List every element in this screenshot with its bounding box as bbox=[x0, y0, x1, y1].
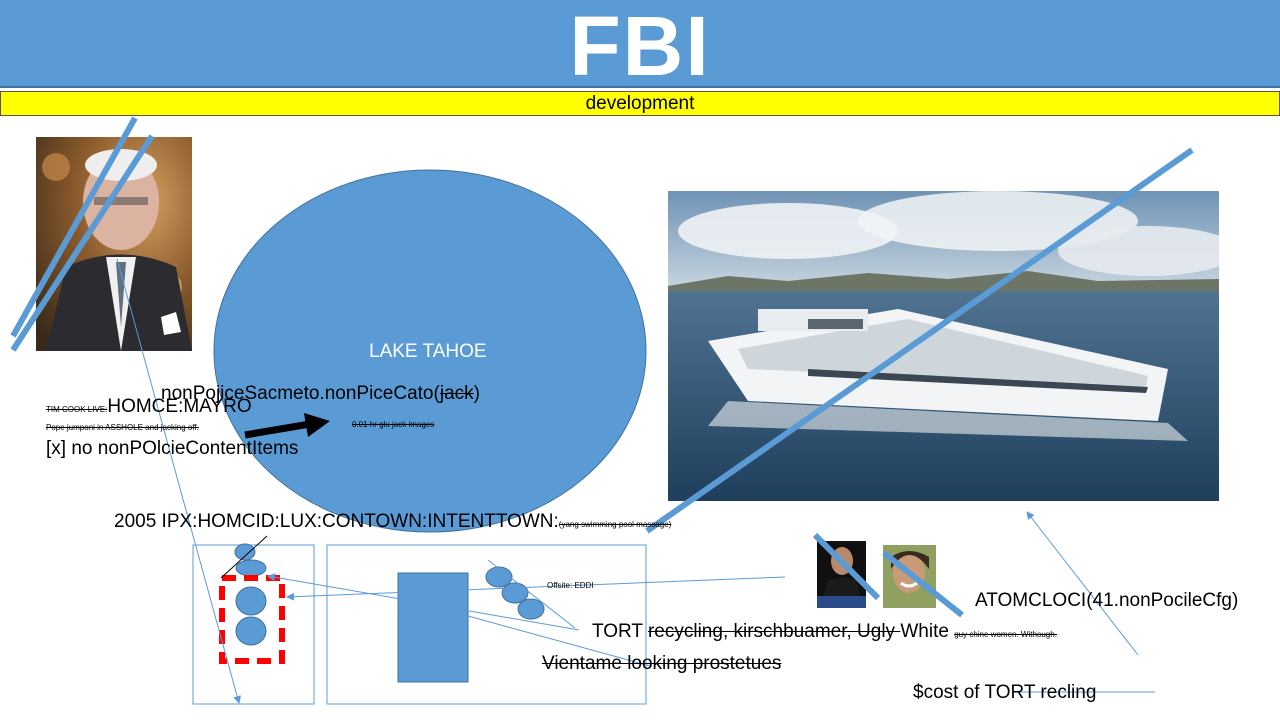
ipx-small-note: (yang swimming pool massage) bbox=[558, 520, 672, 529]
black-arrow bbox=[244, 420, 311, 439]
lake-tahoe-label: LAKE TAHOE bbox=[369, 341, 487, 362]
cross-out-line bbox=[882, 550, 964, 618]
lake-tahoe-ellipse bbox=[213, 169, 647, 533]
connector-line bbox=[467, 615, 651, 667]
connector-line bbox=[220, 535, 268, 579]
left-box bbox=[192, 544, 315, 705]
slide-title: FBI bbox=[569, 0, 711, 93]
blue-rectangle bbox=[397, 572, 469, 683]
tort-white: White bbox=[900, 621, 949, 642]
tort-label: TORT bbox=[592, 621, 648, 642]
small-oval bbox=[235, 616, 267, 646]
subtitle-bar: development bbox=[0, 91, 1280, 116]
offsite-label: Offsite: EDDI bbox=[547, 581, 594, 590]
atomc-label: ATOMCLOCI(41.nonPocileCfg) bbox=[975, 590, 1239, 611]
connector-line bbox=[487, 559, 576, 629]
title-banner bbox=[0, 0, 1280, 88]
nonpolice-heading: nonPojiceSacmeto.nonPiceCato(jack) bbox=[161, 383, 480, 405]
red-dashed-box bbox=[219, 575, 285, 664]
tort-small-note: guy chine women. Withough. bbox=[954, 630, 1057, 639]
connector-arrow bbox=[286, 576, 786, 601]
timcook-note: TIM COOK LIVE: bbox=[46, 405, 108, 414]
nonpolice-suffix: ) bbox=[473, 383, 480, 404]
connector-arrow bbox=[116, 258, 242, 704]
no-content-label: [x] no nonPOlcieContentItems bbox=[46, 438, 299, 459]
small-oval bbox=[234, 543, 256, 561]
right-box bbox=[326, 544, 647, 705]
pope-note: Pope jumponi in ASSHOLE and jacking off. bbox=[46, 423, 199, 432]
ipx-label: 2005 IPX:HOMCID:LUX:CONTOWN:INTENTTOWN: bbox=[114, 511, 559, 532]
black-arrow-head bbox=[304, 413, 330, 437]
jack-images-note: 0.01 hr glu jack images bbox=[352, 420, 435, 429]
homce-line: TIM COOK LIVE:HOMCE:MAYRO bbox=[46, 396, 252, 418]
ipx-line: 2005 IPX:HOMCID:LUX:CONTOWN:INTENTTOWN:(… bbox=[114, 511, 671, 533]
connector-arrow bbox=[267, 573, 580, 631]
cost-label: $cost of TORT recling bbox=[913, 682, 1097, 703]
cross-out-line bbox=[10, 116, 138, 338]
tort-struck: recycling, kirschbuamer, Ugly bbox=[647, 621, 901, 642]
cross-out-line bbox=[645, 147, 1194, 534]
tort-line: TORT recycling, kirschbuamer, Ugly White… bbox=[592, 621, 1057, 643]
vientame-label: Vientame looking prostetues bbox=[542, 653, 782, 674]
small-oval bbox=[485, 566, 513, 588]
connector-arrow bbox=[1026, 511, 1139, 656]
cross-out-line bbox=[10, 134, 155, 352]
homce-label: HOMCE:MAYRO bbox=[107, 396, 252, 417]
small-oval bbox=[517, 598, 545, 620]
nonpolice-struck: jack bbox=[439, 383, 474, 404]
small-oval bbox=[235, 559, 267, 577]
cross-out-line bbox=[812, 532, 881, 601]
small-oval bbox=[235, 586, 267, 616]
nonpolice-prefix: nonPojiceSacmeto.nonPiceCato( bbox=[161, 383, 440, 404]
